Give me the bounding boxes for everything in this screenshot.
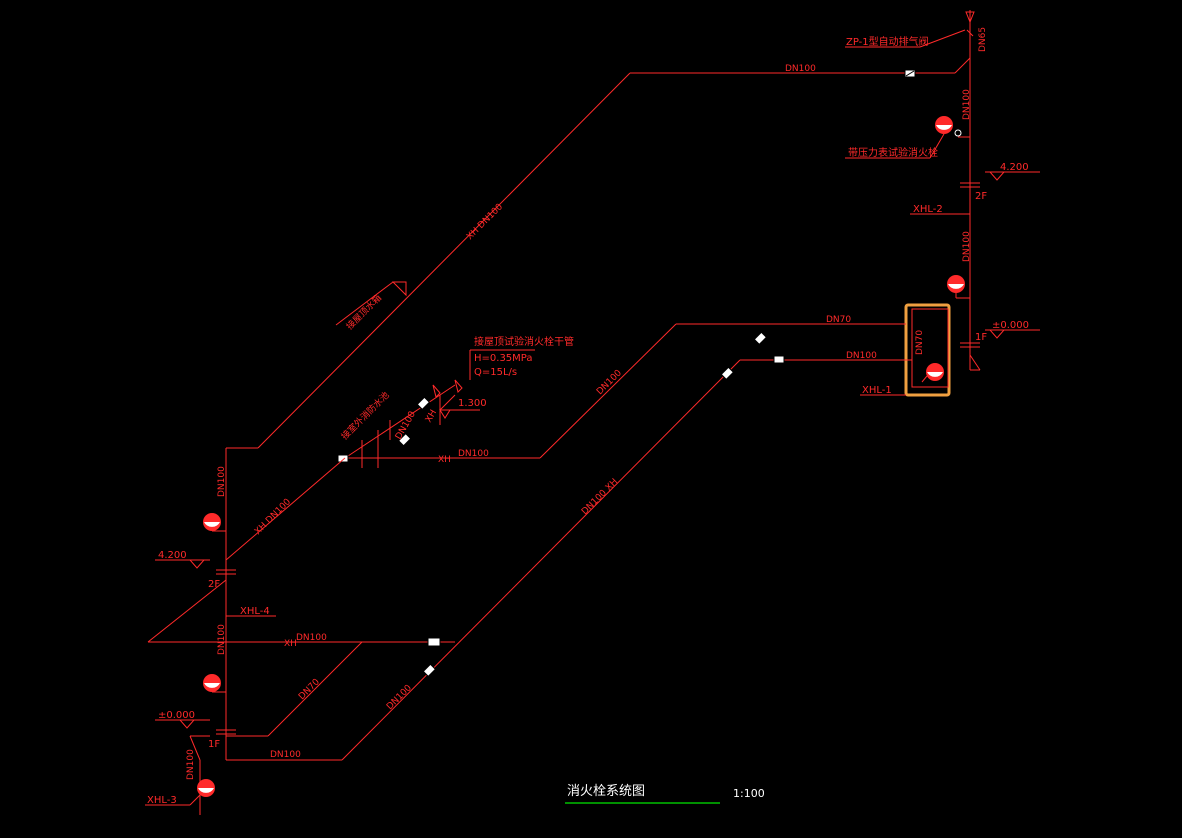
dn100-low-label: DN100	[296, 633, 327, 643]
dn100-top-label: DN100	[785, 64, 816, 74]
dn100-lower-diagonal-pipe	[341, 359, 741, 761]
pressure-gauge-icon	[954, 129, 962, 137]
pressure-label: H=0.35MPa	[474, 353, 533, 364]
floor-2f-left: 2F	[208, 579, 220, 590]
dn100-right-riser-top-label: DN100	[962, 89, 972, 120]
hydrant-outdoor-icon	[197, 779, 215, 797]
dn70-diagonal-pipe	[539, 323, 677, 459]
test-hydrant-label: 带压力表试验消火栓	[848, 146, 938, 159]
drawing-scale: 1:100	[733, 787, 765, 800]
zp-exhaust-valve-label: ZP-1型自动排气阀	[846, 35, 929, 48]
dn100-right-riser-mid-label: DN100	[962, 231, 972, 262]
riser-xhl3-label: XHL-3	[147, 795, 177, 806]
floor-1f-left: 1F	[208, 739, 220, 750]
gate-valve-icon	[720, 366, 735, 381]
elevation-marker-icon	[178, 719, 196, 729]
drawing-title-block: 消火栓系统图 1:100	[565, 784, 765, 804]
gate-valve-icon	[422, 663, 437, 678]
gate-valve-icon	[337, 454, 349, 463]
floor-2f-right: 2F	[975, 191, 987, 202]
hydrant-head-icon	[454, 379, 463, 393]
gate-valve-icon	[397, 432, 412, 447]
selection-highlight-box	[904, 303, 951, 397]
dn100-right-label: DN100	[846, 351, 877, 361]
riser-xhl4-label: XHL-4	[240, 606, 270, 617]
gate-valve-icon	[773, 355, 785, 364]
elevation-marker-icon	[188, 559, 206, 569]
gate-valve-icon	[416, 396, 431, 411]
dn70-box-label: DN70	[915, 330, 925, 355]
elevation-4200-right: 4.200	[1000, 162, 1029, 173]
roof-test-branch-pipe	[344, 384, 456, 459]
elevation-4200-left: 4.200	[158, 550, 187, 561]
dn100-mid-label: DN100	[458, 449, 489, 459]
dn65-label: DN65	[978, 27, 988, 52]
hydrant-cabinet-outline	[911, 308, 949, 388]
hydrant-1f-left-icon	[203, 674, 226, 693]
xh-mid-label: XH	[438, 455, 451, 465]
hydrant-2f-right-icon	[947, 275, 970, 299]
pipe-end-icon	[391, 281, 407, 297]
dn100-xhl3-label: DN100	[186, 749, 196, 780]
hydrant-1f-right-icon	[921, 363, 944, 383]
left-branch-diagonal-pipe	[225, 457, 346, 561]
elevation-marker-icon	[988, 329, 1006, 339]
elevation-0000-left: ±0.000	[158, 710, 195, 721]
hydrant-head-icon	[432, 384, 441, 398]
riser-xhl1-label: XHL-1	[862, 385, 892, 396]
elevation-1300: 1.300	[458, 398, 487, 409]
dn100-left-riser-top-label: DN100	[217, 466, 227, 497]
flow-label: Q=15L/s	[474, 367, 517, 378]
xh-low-label: XH	[284, 639, 297, 649]
elevation-marker-icon	[988, 171, 1006, 181]
dn70-low-diagonal-pipe	[267, 641, 363, 737]
drawing-title: 消火栓系统图	[567, 784, 645, 799]
hydrant-2f-left-icon	[203, 513, 226, 532]
riser-xhl2-label: XHL-2	[913, 204, 943, 215]
floor-1f-right: 1F	[975, 332, 987, 343]
dn70-right-label: DN70	[826, 315, 851, 325]
gate-valve-icon	[753, 331, 768, 346]
xhl1-hydrant-cabinet[interactable]: DN70	[904, 303, 951, 397]
elevation-0000-right: ±0.000	[992, 320, 1029, 331]
right-riser: ZP-1型自动排气阀 DN65 DN100 DN100 带压力表试验消火栓 4.…	[630, 10, 1040, 371]
dn100-left-bottom-label: DN100	[270, 750, 301, 760]
dn100-left-riser-mid-label: DN100	[217, 624, 227, 655]
roof-tank-diagonal-pipe	[257, 72, 631, 449]
gate-valve-icon	[427, 637, 441, 647]
test-hydrant-icon	[929, 116, 953, 159]
roof-test-hydrant-label: 接屋顶试验消火栓干管	[474, 335, 574, 348]
